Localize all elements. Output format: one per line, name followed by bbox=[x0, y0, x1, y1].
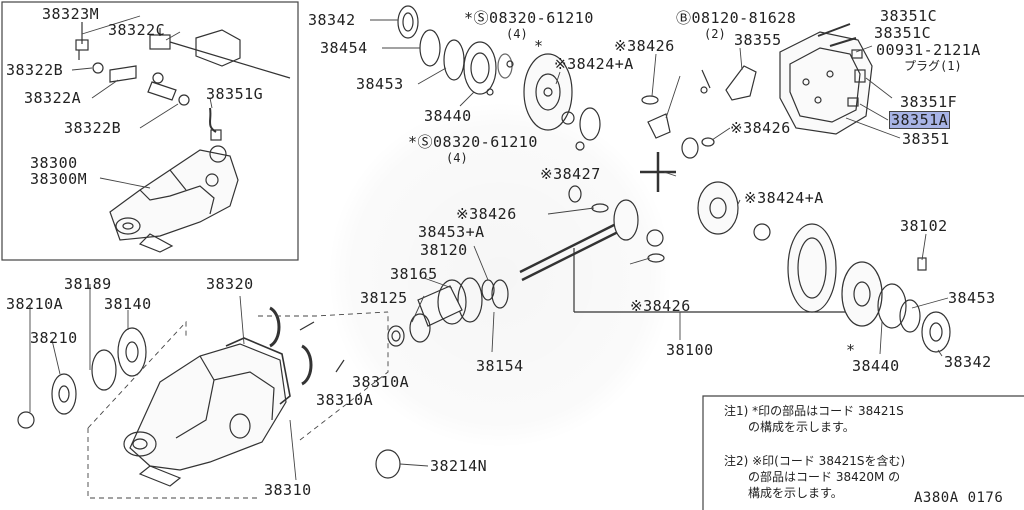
label-38454[interactable]: 38454 bbox=[320, 39, 368, 57]
label-38453A[interactable]: 38453+A bbox=[418, 223, 485, 241]
label-38426-lower[interactable]: ※38426 bbox=[630, 297, 691, 315]
label-38453-top[interactable]: 38453 bbox=[356, 75, 404, 93]
notes-frame bbox=[702, 395, 1024, 510]
label-38140[interactable]: 38140 bbox=[104, 295, 152, 313]
label-38310A-b[interactable]: 38310A bbox=[316, 391, 374, 409]
label-38426-top[interactable]: ※38426 bbox=[614, 37, 675, 55]
label-38310A-a[interactable]: 38310A bbox=[352, 373, 410, 391]
watermark-emblem bbox=[330, 95, 670, 455]
note-1-line-1: 注1) *印の部品はコード 38421S bbox=[724, 404, 904, 418]
label-screw-08320-upper[interactable]: *Ⓢ08320-61210 bbox=[464, 9, 594, 27]
label-38351F[interactable]: 38351F bbox=[900, 93, 958, 111]
label-38424A-mid[interactable]: ※38424+A bbox=[744, 189, 824, 207]
label-38300M[interactable]: 38300M bbox=[30, 170, 88, 188]
label-bolt-qty: (2) bbox=[704, 27, 726, 41]
label-38351[interactable]: 38351 bbox=[902, 130, 950, 148]
label-38165[interactable]: 38165 bbox=[390, 265, 438, 283]
inset-frame bbox=[1, 1, 299, 261]
housing-group bbox=[17, 306, 401, 499]
label-38322B-upper[interactable]: 38322B bbox=[6, 61, 64, 79]
label-38322B-lower[interactable]: 38322B bbox=[64, 119, 122, 137]
label-38300[interactable]: 38300 bbox=[30, 154, 78, 172]
label-38424A-top[interactable]: ※38424+A bbox=[554, 55, 634, 73]
label-38440-top[interactable]: 38440 bbox=[424, 107, 472, 125]
label-38210[interactable]: 38210 bbox=[30, 329, 78, 347]
label-38320[interactable]: 38320 bbox=[206, 275, 254, 293]
leader-lines bbox=[29, 19, 949, 481]
label-38189[interactable]: 38189 bbox=[64, 275, 112, 293]
reference-code: A380A 0176 bbox=[914, 490, 1004, 506]
label-38322A[interactable]: 38322A bbox=[24, 89, 82, 107]
label-38214N[interactable]: 38214N bbox=[430, 457, 488, 475]
note-1-line-2: の構成を示します。 bbox=[748, 420, 855, 434]
label-38427[interactable]: ※38427 bbox=[540, 165, 601, 183]
label-38453-right[interactable]: 38453 bbox=[948, 289, 996, 307]
label-screw-08320-lower[interactable]: *Ⓢ08320-61210 bbox=[408, 133, 538, 151]
label-bolt-08120[interactable]: Ⓑ08120-81628 bbox=[676, 9, 797, 27]
ring-gear-group bbox=[787, 223, 951, 353]
label-plug-jp: プラグ(1) bbox=[904, 59, 962, 73]
label-38426-mid[interactable]: ※38426 bbox=[456, 205, 517, 223]
label-38102[interactable]: 38102 bbox=[900, 217, 948, 235]
label-38323M[interactable]: 38323M bbox=[42, 5, 100, 23]
inset-parts bbox=[75, 22, 291, 253]
label-38342-right[interactable]: 38342 bbox=[944, 353, 992, 371]
note-2-line-2: の部品はコード 38420M の bbox=[748, 470, 901, 484]
label-38440-right[interactable]: 38440 bbox=[852, 357, 900, 375]
pinion-shaft-group bbox=[387, 199, 850, 347]
rear-cover bbox=[700, 23, 873, 135]
label-38154[interactable]: 38154 bbox=[476, 357, 524, 375]
label-screw-upper-qty: (4) bbox=[506, 27, 528, 41]
inset-leaders bbox=[71, 15, 213, 189]
label-38351C-b[interactable]: 38351C bbox=[874, 24, 932, 42]
label-plug-00931[interactable]: 00931-2121A bbox=[876, 41, 981, 59]
label-38322C[interactable]: 38322C bbox=[108, 21, 166, 39]
label-38210A[interactable]: 38210A bbox=[6, 295, 64, 313]
label-star-mark: * bbox=[534, 37, 544, 55]
label-38100[interactable]: 38100 bbox=[666, 341, 714, 359]
label-star-mark-2: * bbox=[846, 341, 856, 359]
note-2-line-3: 構成を示します。 bbox=[748, 486, 843, 500]
label-38355[interactable]: 38355 bbox=[734, 31, 782, 49]
label-38120[interactable]: 38120 bbox=[420, 241, 468, 259]
label-38351G[interactable]: 38351G bbox=[206, 85, 264, 103]
label-38351A-highlighted[interactable]: 38351A bbox=[888, 111, 951, 129]
note-2-line-1: 注2) ※印(コード 38421Sを含む) bbox=[724, 454, 906, 468]
label-screw-lower-qty: (4) bbox=[446, 151, 468, 165]
label-38342-top[interactable]: 38342 bbox=[308, 11, 356, 29]
label-38351C-a[interactable]: 38351C bbox=[880, 7, 938, 25]
label-38125[interactable]: 38125 bbox=[360, 289, 408, 307]
label-38426-right[interactable]: ※38426 bbox=[730, 119, 791, 137]
label-38310[interactable]: 38310 bbox=[264, 481, 312, 499]
